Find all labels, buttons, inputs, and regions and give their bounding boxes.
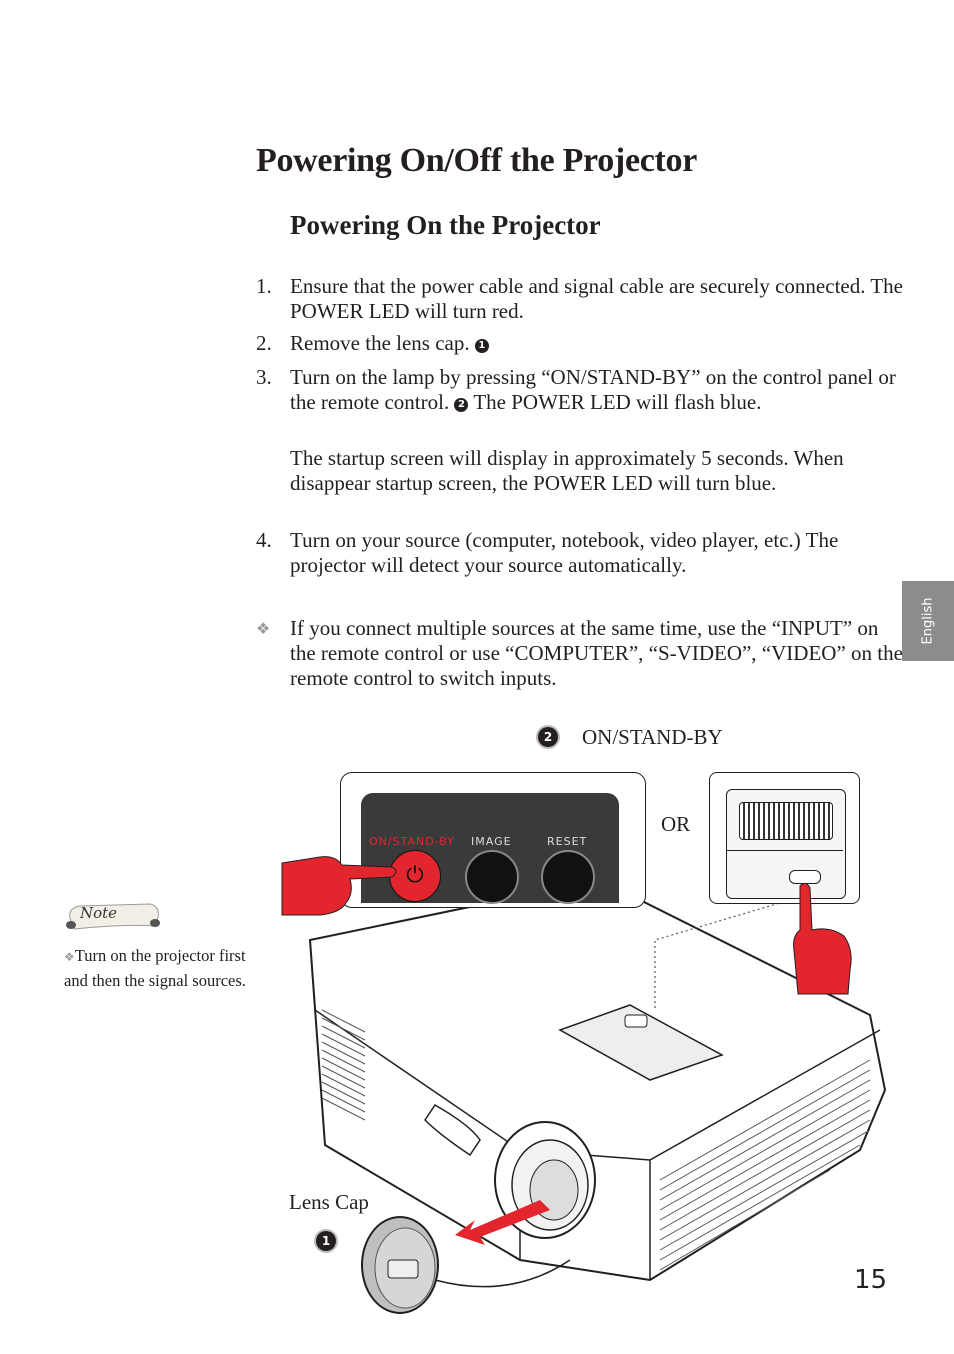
page-number: 15 <box>854 1265 888 1295</box>
list-item: 1. Ensure that the power cable and signa… <box>256 274 906 324</box>
remote-control <box>726 789 846 899</box>
tip-icon: ❖ <box>64 950 75 964</box>
tip-text: If you connect multiple sources at the s… <box>290 616 903 690</box>
list-item: 2. Remove the lens cap. 1 <box>256 331 906 356</box>
section-title: Powering On the Projector <box>290 210 601 240</box>
tip-icon: ❖ <box>256 619 271 638</box>
step-text: Turn on your source (computer, notebook,… <box>290 528 839 577</box>
remote-display <box>739 802 833 840</box>
panel-label-reset: RESET <box>547 835 588 848</box>
language-tab-label: English <box>920 597 936 645</box>
lens-cap-label: Lens Cap <box>289 1190 369 1214</box>
control-panel: ON/STAND-BY IMAGE RESET ⏻ <box>361 793 619 904</box>
projector-illustration <box>308 878 887 1314</box>
list-item: 3. Turn on the lamp by pressing “ON/STAN… <box>256 365 906 440</box>
arrow-icon <box>455 1200 550 1245</box>
panel-label-image: IMAGE <box>471 835 512 848</box>
note-scroll-icon: Note <box>66 903 160 930</box>
projector-body <box>308 878 887 1282</box>
panel-label-on: ON/STAND-BY <box>369 835 455 848</box>
tip: ❖ If you connect multiple sources at the… <box>256 616 906 691</box>
or-label: OR <box>661 812 691 836</box>
pointing-hand-icon <box>793 882 852 995</box>
step-text: The POWER LED will flash blue. <box>473 390 762 414</box>
step-text: Ensure that the power cable and signal c… <box>290 274 903 323</box>
note-banner-text: Note <box>79 904 117 922</box>
lens-cap <box>361 1216 571 1314</box>
remote-inset <box>709 772 860 904</box>
onstandby-label: ON/STAND-BY <box>582 725 723 749</box>
marker-badge-2: 2 <box>538 727 558 747</box>
note-text: ❖Turn on the projector first and then th… <box>64 944 264 992</box>
marker-badge-1: 1 <box>316 1231 336 1251</box>
note-body: Turn on the projector first and then the… <box>64 946 246 990</box>
control-panel-inset: ON/STAND-BY IMAGE RESET ⏻ <box>340 772 646 908</box>
list-item: The startup screen will display in appro… <box>256 446 906 521</box>
step-number: 4. <box>256 528 272 552</box>
image-button[interactable] <box>465 850 519 904</box>
language-tab: English <box>902 581 954 661</box>
step-text: Remove the lens cap. <box>290 331 470 355</box>
marker-badge: 2 <box>454 398 469 412</box>
power-button[interactable]: ⏻ <box>389 850 441 902</box>
pointing-hand-icon <box>281 856 397 916</box>
step-text: The startup screen will display in appro… <box>290 446 844 495</box>
page-title: Powering On/Off the Projector <box>256 142 698 179</box>
list-item: 4. Turn on your source (computer, notebo… <box>256 528 906 578</box>
step-number: 1. <box>256 274 272 298</box>
reset-button[interactable] <box>541 850 595 904</box>
step-number: 3. <box>256 365 272 389</box>
marker-badge: 1 <box>474 339 489 353</box>
step-text: Turn on the lamp by pressing “ON/STAND-B… <box>290 365 896 414</box>
step-number: 2. <box>256 331 272 355</box>
